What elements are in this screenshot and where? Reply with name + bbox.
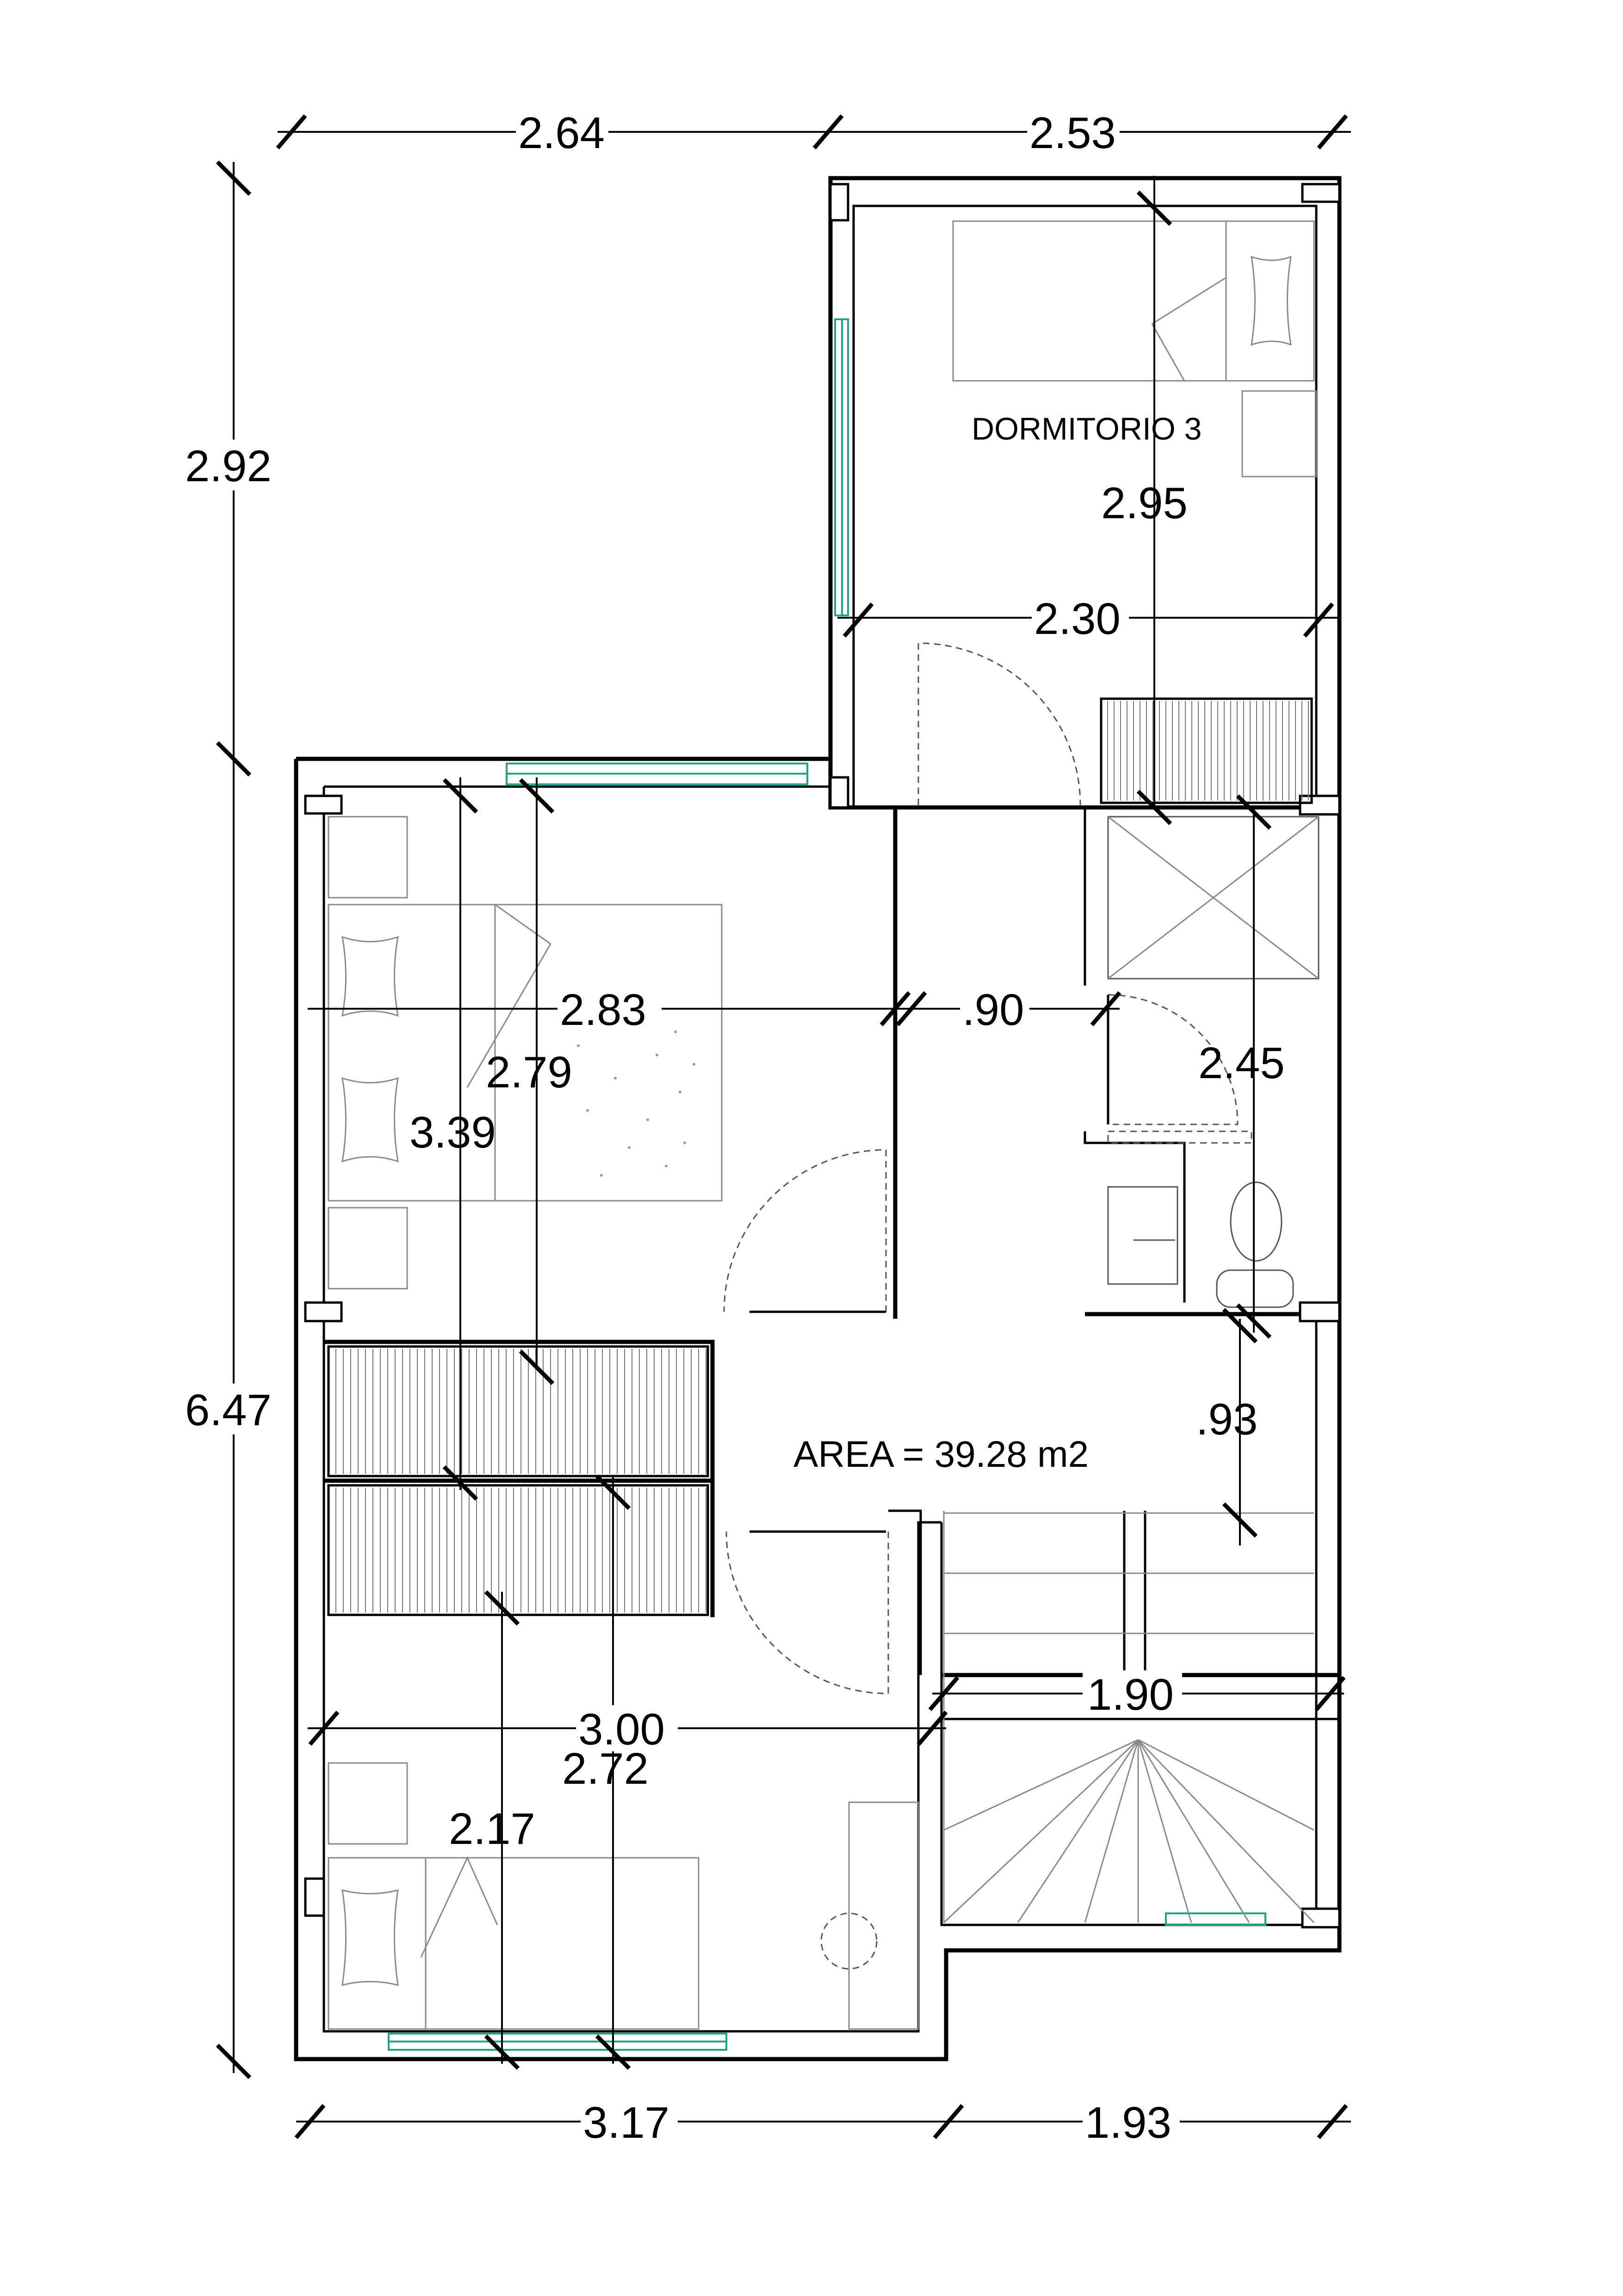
dim-left-total: 6.47 [185, 1385, 272, 1435]
dim-bottom-left: 3.17 [583, 2098, 669, 2147]
stair-line [943, 1739, 1139, 1831]
bedspread-dot [614, 1077, 617, 1080]
stair-line [1137, 1739, 1250, 1923]
dim-dorm3-vertical: 2.95 [1101, 478, 1188, 528]
dim-bed2-width: 3.00 [578, 1705, 665, 1754]
dim-bed2-depth-a: 2.72 [562, 1744, 649, 1793]
dim-bed2-depth-b: 2.17 [449, 1804, 535, 1854]
stair-line [1138, 1739, 1314, 1831]
stair-line [1017, 1739, 1139, 1923]
stair-line [943, 1739, 1139, 1924]
dim-bed1-width: 2.83 [560, 985, 646, 1035]
bed-bedroom-2 [328, 1762, 919, 2030]
bedspread-dot [693, 1063, 695, 1066]
doors [723, 642, 1239, 1694]
dim-bath-depth: 2.45 [1198, 1038, 1285, 1088]
bedspread-dot [674, 1030, 677, 1033]
closets [327, 697, 1313, 1616]
stair-line [1137, 1739, 1192, 1923]
bedspread-dot [586, 1109, 589, 1112]
stair-line [1137, 1739, 1315, 1924]
bed-dormitorio-3 [952, 220, 1317, 478]
dim-bottom-right: 1.93 [1085, 2098, 1171, 2147]
dim-hall-width: .90 [962, 985, 1024, 1035]
dimension-labels: 2.64 2.53 2.92 6.47 2.95 2.30 2.83 .90 2… [183, 108, 1285, 2147]
bedspread-dot [628, 1146, 631, 1149]
bedspread-dot [683, 1142, 686, 1144]
bedspread-dot [577, 1044, 580, 1047]
bed-bedroom-1 [328, 816, 723, 1290]
dim-stair-width: 1.90 [1087, 1670, 1174, 1719]
area-label: AREA = 39.28 m2 [793, 1433, 1089, 1475]
columns [304, 183, 1341, 1929]
dim-left-upper: 2.92 [185, 441, 272, 491]
dim-bed1-depth-b: 3.39 [409, 1108, 496, 1157]
stair-line [1084, 1739, 1139, 1923]
bedspread-dot [646, 1118, 649, 1121]
bathroom-fixtures [1107, 816, 1319, 1308]
dim-top-right: 2.53 [1029, 108, 1116, 158]
dimension-lines [216, 114, 1351, 2139]
bedspread-dot [656, 1054, 658, 1056]
bedspread-dot [665, 1165, 668, 1167]
dim-top-left: 2.64 [518, 108, 605, 158]
dim-hall-gap: .93 [1196, 1395, 1258, 1444]
room-label-dormitorio-3: DORMITORIO 3 [972, 411, 1202, 447]
dim-dorm3-width: 2.30 [1034, 594, 1121, 644]
bedspread-dot [600, 1174, 603, 1177]
windows [388, 318, 1266, 2051]
dim-bed1-depth-a: 2.79 [486, 1048, 572, 1097]
bedspread-dot [679, 1091, 681, 1093]
